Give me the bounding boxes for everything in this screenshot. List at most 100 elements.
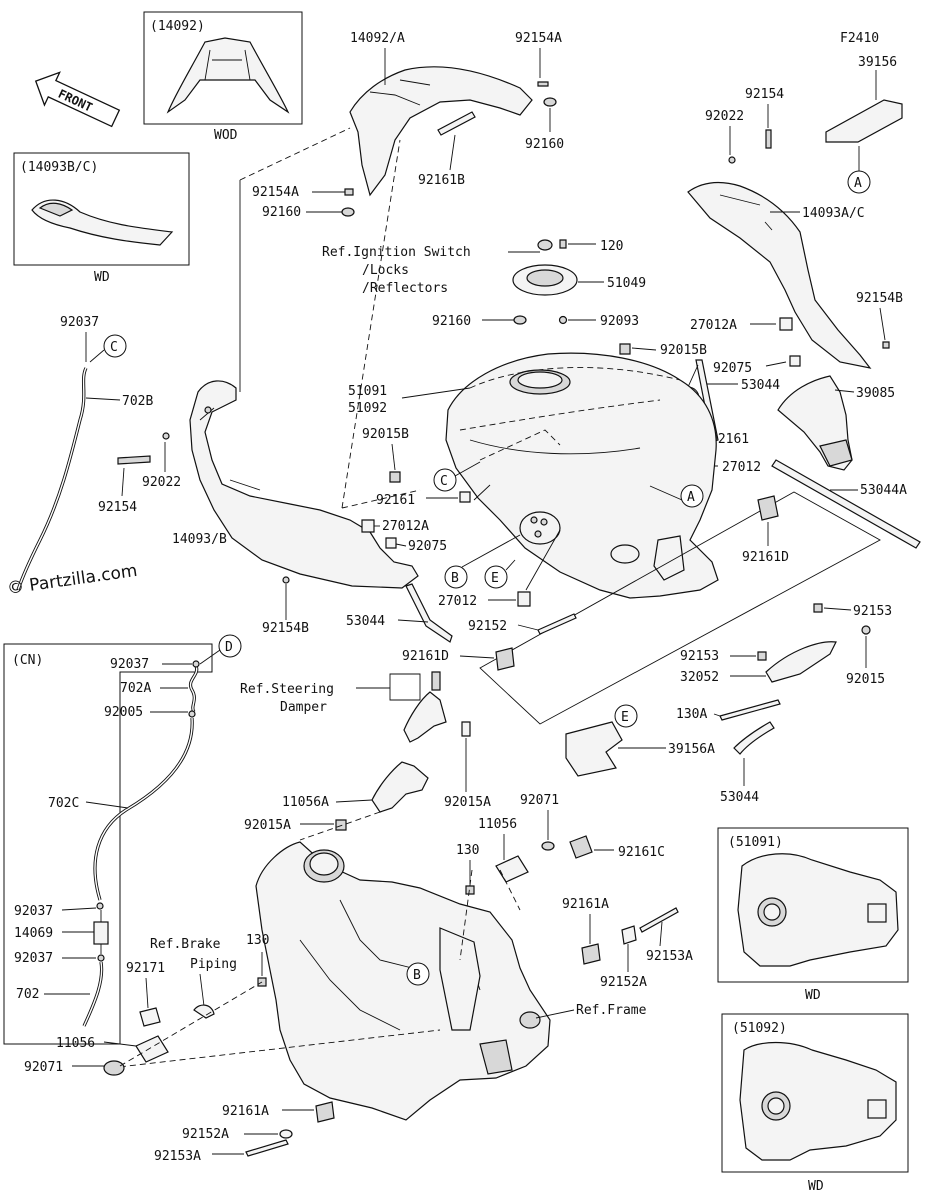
label-92015b-left: 92015B (362, 427, 409, 442)
label-92015b-right: 92015B (660, 343, 707, 358)
label-702b: 702B (122, 394, 153, 409)
label-14093b: 14093/B (172, 532, 227, 547)
ref-ignition-line1: Ref.Ignition Switch (322, 245, 471, 260)
label-27012a-right: 27012A (690, 318, 737, 333)
inset-14093bc: (14093B/C) WD (13, 152, 190, 285)
label-92153a-bottom: 92153A (154, 1149, 201, 1164)
label-92153-mid: 92153 (680, 649, 719, 664)
label-51092: 51092 (348, 401, 387, 416)
label-92037-cn1: 92037 (110, 657, 149, 672)
label-53044-left: 53044 (346, 614, 385, 629)
label-53044-bottom: 53044 (720, 790, 759, 805)
hose-702c (93, 717, 194, 901)
label-92160-top: 92160 (525, 137, 564, 152)
label-92152: 92152 (468, 619, 507, 634)
label-53044-right: 53044 (741, 378, 780, 393)
label-39085: 39085 (856, 386, 895, 401)
bushing-92161a-bottom (315, 1101, 335, 1123)
label-702a: 702A (120, 681, 151, 696)
label-702: 702 (16, 987, 39, 1002)
label-92154-left: 92154 (98, 500, 137, 515)
callout-e-tank: E (491, 571, 499, 586)
label-92037-top: 92037 (60, 315, 99, 330)
ref-ignition-line3: /Reflectors (362, 281, 448, 296)
label-92037-cn3: 92037 (14, 951, 53, 966)
label-27012-right: 27012 (722, 460, 761, 475)
label-92154a-left: 92154A (252, 185, 299, 200)
ref-brake-line1: Ref.Brake (150, 937, 221, 952)
label-92152a-bottom: 92152A (182, 1127, 229, 1142)
inset-51091: (51091) WD (717, 827, 909, 1003)
label-92161-right: 92161 (710, 432, 749, 447)
inset-14092: (14092) WOD (143, 11, 303, 143)
label-92161b: 92161B (418, 173, 465, 188)
label-92154a-top: 92154A (515, 31, 562, 46)
label-92171: 92171 (126, 961, 165, 976)
label-92075-right: 92075 (713, 361, 752, 376)
inset-51092-title: (51092) (732, 1021, 787, 1036)
callout-b-tank: B (451, 571, 459, 586)
bracket-32052 (765, 641, 837, 683)
filter-14069 (93, 921, 109, 945)
label-51049: 51049 (607, 276, 646, 291)
label-92154b-right: 92154B (856, 291, 903, 306)
label-130-left: 130 (246, 933, 269, 948)
inset-51092-note: WD (808, 1179, 824, 1194)
label-92093: 92093 (600, 314, 639, 329)
label-130-right: 130 (456, 843, 479, 858)
label-92161-mid: 92161 (376, 493, 415, 508)
frame-mount-plate (439, 927, 481, 1031)
label-92153a-right: 92153A (646, 949, 693, 964)
ref-steering-line2: Damper (280, 700, 327, 715)
inset-51091-title: (51091) (728, 835, 783, 850)
frame (255, 841, 551, 1121)
strip-53044a (771, 459, 921, 549)
bushing-92161c (569, 835, 593, 859)
upper-cover-14092a (349, 66, 533, 197)
label-92022-left: 92022 (142, 475, 181, 490)
damper-11056-left (135, 1035, 169, 1063)
label-120: 120 (600, 239, 623, 254)
label-92161d-left: 92161D (402, 649, 449, 664)
label-51091: 51091 (348, 384, 387, 399)
inset-51092: (51092) WD (721, 1013, 909, 1194)
label-92037-cn2: 92037 (14, 904, 53, 919)
label-130a: 130A (676, 707, 707, 722)
bracket-11056a (371, 761, 429, 813)
sticker-39156 (825, 99, 903, 143)
bushing-92161d-left (495, 647, 515, 671)
fuel-tank (445, 352, 719, 599)
callout-a-tank: A (687, 490, 695, 505)
strip-53044-bottom (733, 721, 775, 755)
diagram-code: F2410 (840, 31, 879, 46)
label-92154-top: 92154 (745, 87, 784, 102)
label-11056-left: 11056 (56, 1036, 95, 1051)
label-14069: 14069 (14, 926, 53, 941)
label-92160-mid: 92160 (432, 314, 471, 329)
label-92005: 92005 (104, 705, 143, 720)
bushing-92161d-right (757, 495, 779, 521)
inset-14092-title: (14092) (150, 19, 205, 34)
label-92075-mid: 92075 (408, 539, 447, 554)
label-92161a-bottom: 92161A (222, 1104, 269, 1119)
ref-ignition-line2: /Locks (362, 263, 409, 278)
label-92152a-right: 92152A (600, 975, 647, 990)
label-92161d-right: 92161D (742, 550, 789, 565)
label-11056-right: 11056 (478, 817, 517, 832)
label-14092a: 14092/A (350, 31, 405, 46)
inset-14092-note: WOD (214, 128, 238, 143)
label-92153-top: 92153 (853, 604, 892, 619)
inset-51091-note: WD (805, 988, 821, 1003)
label-32052: 32052 (680, 670, 719, 685)
inset-cn: (CN) D (3, 634, 242, 1045)
label-27012-mid: 27012 (438, 594, 477, 609)
label-92022-top: 92022 (705, 109, 744, 124)
label-92015-right: 92015 (846, 672, 885, 687)
callout-c-hose: C (110, 340, 118, 355)
inset-14093bc-note: WD (94, 270, 110, 285)
front-arrow: FRONT (34, 71, 121, 128)
label-702c: 702C (48, 796, 79, 811)
label-14093ac: 14093A/C (802, 206, 865, 221)
callout-b-frame: B (413, 968, 421, 983)
